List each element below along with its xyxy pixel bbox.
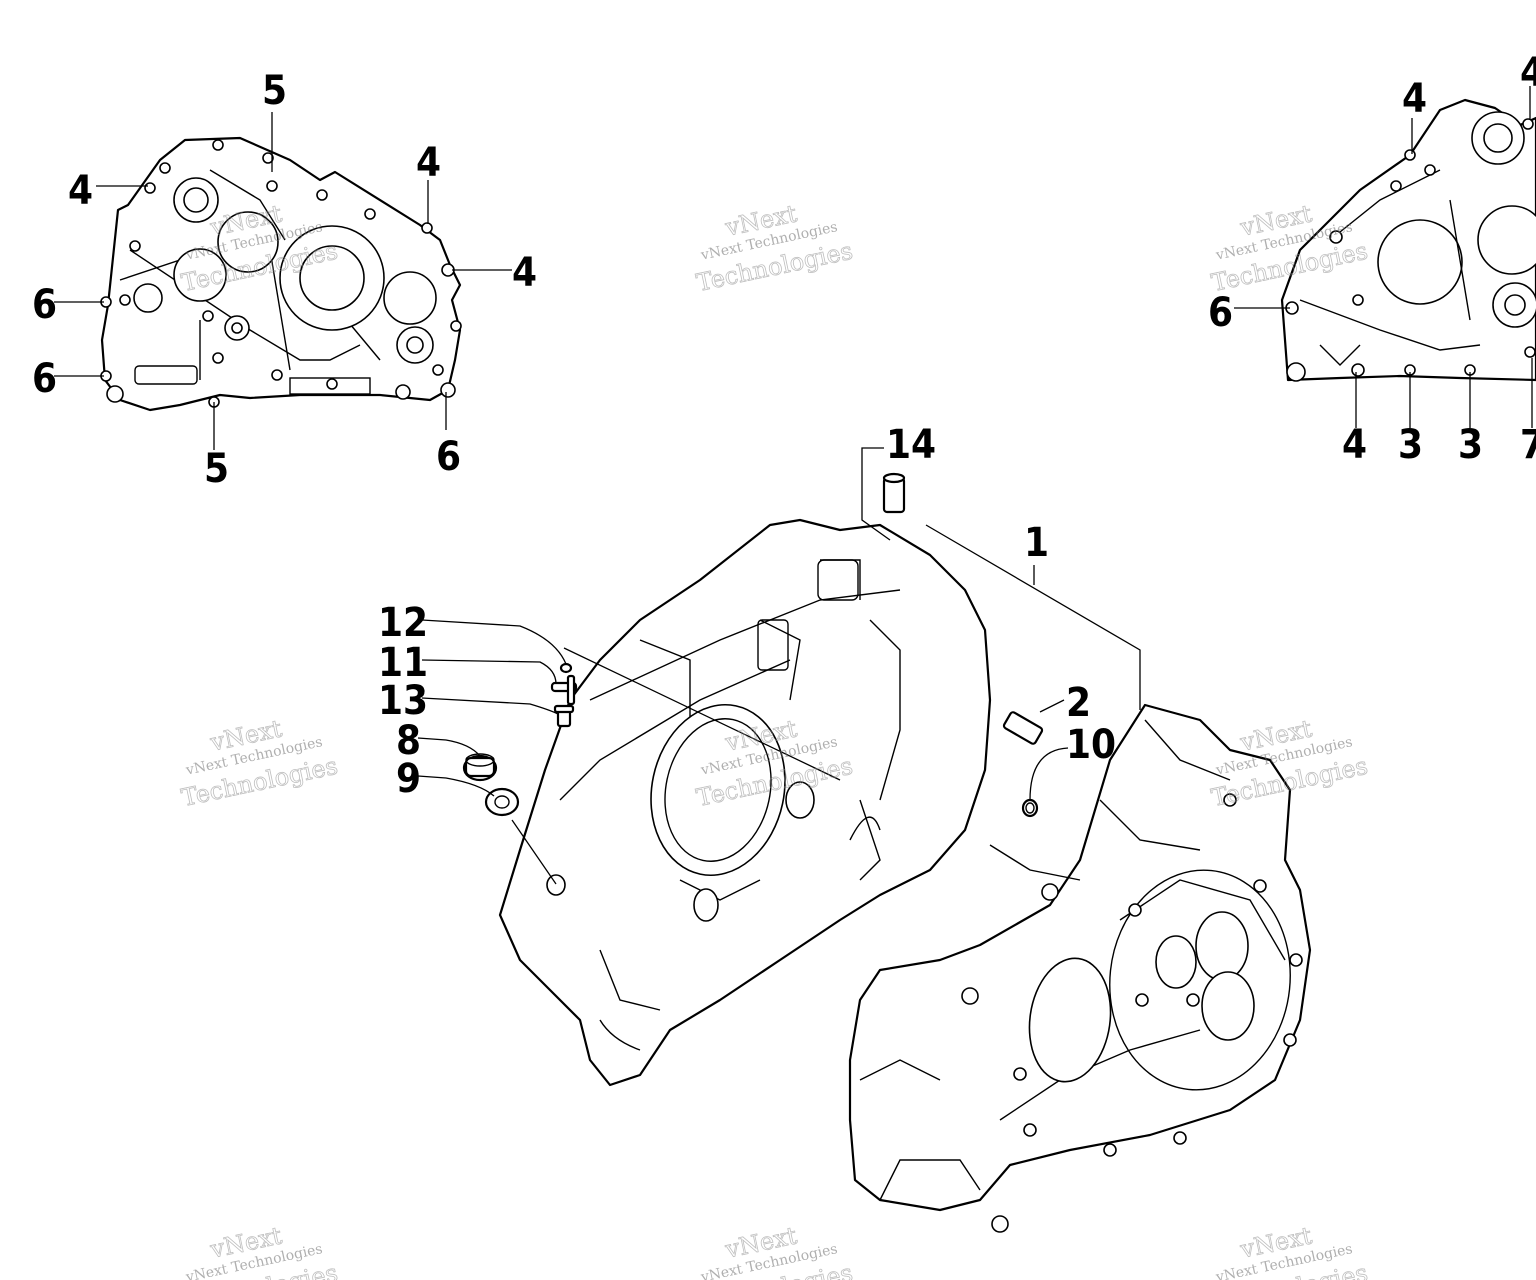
callout-9: 9 — [396, 756, 421, 802]
callout-4-upper-right: 4 — [416, 140, 441, 186]
part-11-sensor — [550, 674, 578, 706]
callout-4-right-view-edge: 4 — [1520, 50, 1536, 96]
callout-7: 7 — [1520, 422, 1536, 468]
watermark-8: vNext vNext Technologies Technologies — [694, 1221, 856, 1280]
callout-1: 1 — [1024, 520, 1049, 566]
callout-13: 13 — [378, 678, 428, 724]
leader-lines — [54, 86, 1533, 885]
callout-4-right: 4 — [512, 250, 537, 296]
callout-2: 2 — [1066, 680, 1091, 726]
part-12-small-o-ring — [559, 662, 573, 674]
watermark-7: vNext vNext Technologies Technologies — [179, 1221, 341, 1280]
part-13-bolt — [553, 704, 575, 728]
part-10-o-ring — [1021, 798, 1039, 818]
callout-3-first: 3 — [1398, 422, 1423, 468]
callout-6-right-view: 6 — [1208, 290, 1233, 336]
callout-6-lower-left: 6 — [32, 356, 57, 402]
callout-11: 11 — [378, 640, 428, 686]
watermark-2: vNext vNext Technologies Technologies — [694, 199, 856, 297]
callout-8: 8 — [396, 718, 421, 764]
callout-4-right-view-bottom: 4 — [1342, 422, 1367, 468]
callout-labels: 5 4 4 4 6 6 5 6 4 4 6 4 3 3 7 14 1 2 10 … — [32, 50, 1536, 802]
part-2-dowel — [1002, 711, 1044, 745]
part-8-drain-plug — [462, 753, 498, 782]
callout-5-bottom: 5 — [204, 446, 229, 492]
callout-6-upper-left: 6 — [32, 282, 57, 328]
watermark-9: vNext vNext Technologies Technologies — [1209, 1221, 1371, 1280]
left-case-half-view — [100, 136, 462, 412]
callout-3-second: 3 — [1458, 422, 1483, 468]
callout-5-top: 5 — [262, 68, 287, 114]
right-case-half-view — [1280, 98, 1536, 382]
callout-4-left: 4 — [68, 168, 93, 214]
watermark-4: vNext vNext Technologies Technologies — [179, 714, 341, 812]
main-crankcase-assembly — [498, 518, 1312, 1233]
part-14-dowel — [882, 472, 906, 514]
callout-4-right-view-top: 4 — [1402, 76, 1427, 122]
small-parts — [462, 472, 1044, 818]
callout-10: 10 — [1066, 722, 1116, 768]
callout-12: 12 — [378, 600, 428, 646]
callout-6-bottom-right: 6 — [436, 434, 461, 480]
callout-14: 14 — [886, 422, 936, 468]
